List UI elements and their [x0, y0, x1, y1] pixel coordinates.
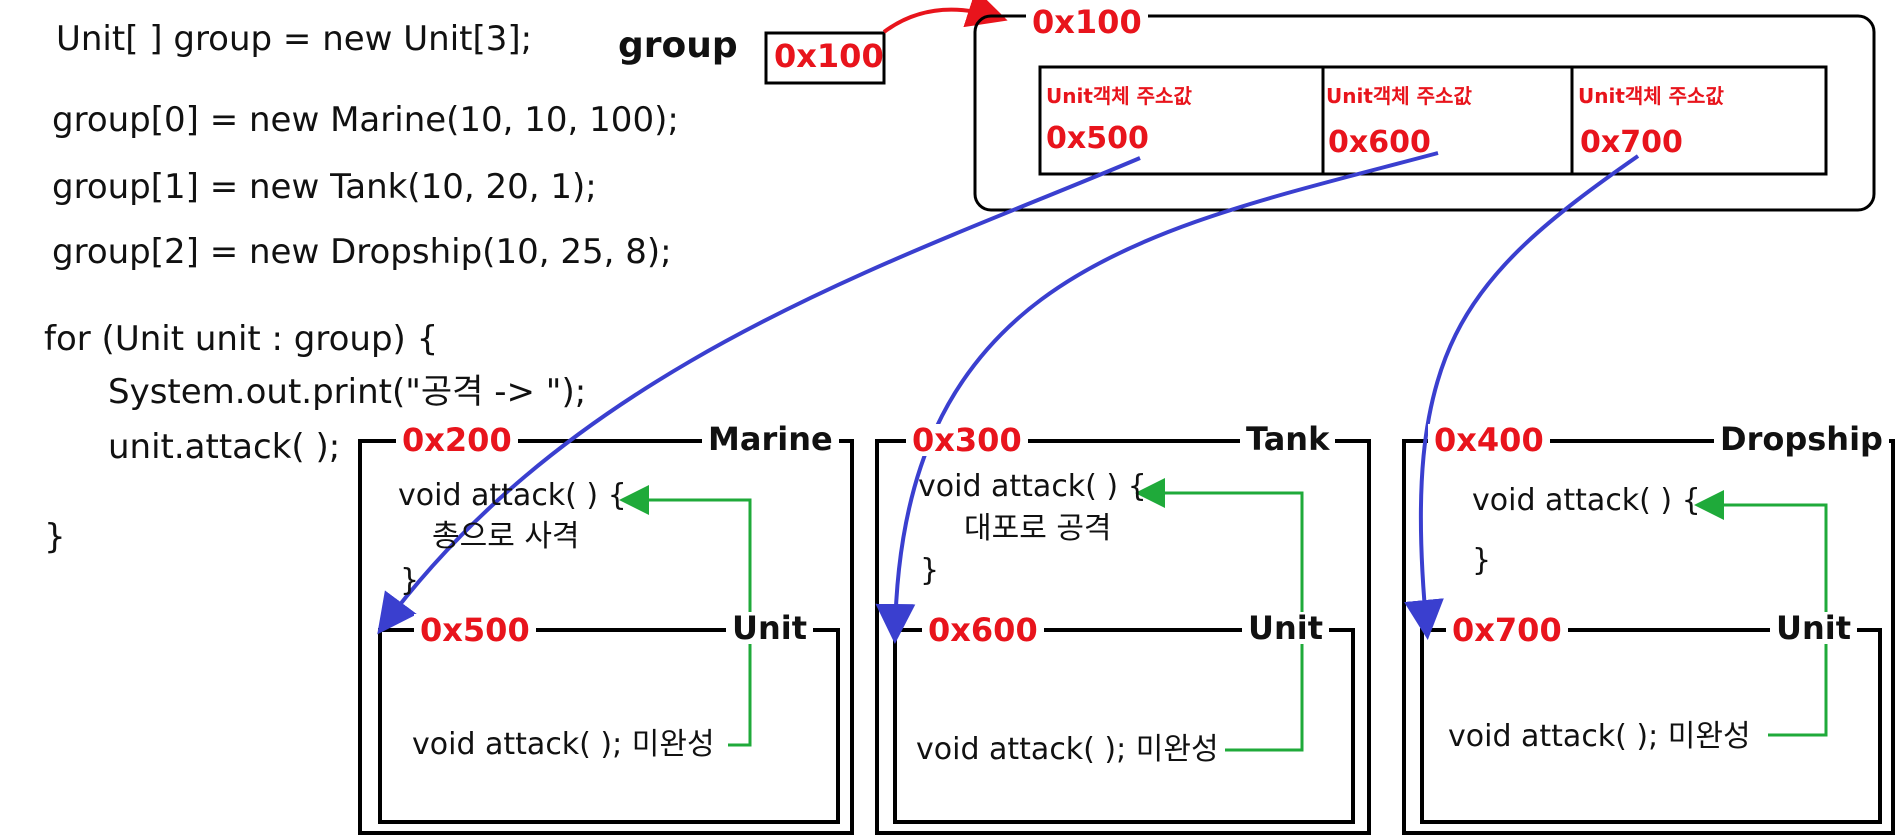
marine-object-outline	[358, 439, 854, 835]
marine-unit-outline	[378, 628, 840, 824]
ref-arrow-0x500	[377, 156, 1141, 635]
tank-method-open: void attack( ) {	[918, 469, 1147, 504]
marine-unit-name: Unit	[726, 612, 814, 644]
code-line-8: }	[44, 517, 66, 557]
array-cell-0-caption: Unit객체 주소값	[1046, 84, 1192, 108]
group-ref-arrow	[882, 0, 1008, 34]
code-line-6: System.out.print("공격 -> ");	[108, 372, 587, 412]
array-cells-outline	[1038, 65, 1828, 176]
dropship-unit-address: 0x700	[1446, 614, 1568, 646]
array-object-outline	[973, 14, 1876, 212]
code-line-3: group[1] = new Tank(10, 20, 1);	[52, 167, 597, 207]
marine-method-close: }	[400, 563, 420, 598]
code-line-1: Unit[ ] group = new Unit[3];	[56, 19, 533, 59]
array-cell-2-address: 0x700	[1580, 125, 1683, 160]
array-address: 0x100	[1026, 6, 1148, 38]
code-line-7: unit.attack( );	[108, 427, 341, 467]
array-cell-0-address: 0x500	[1046, 121, 1149, 156]
tank-class-name: Tank	[1240, 423, 1336, 455]
dropship-object-outline	[1402, 439, 1895, 835]
tank-method-close: }	[920, 553, 940, 588]
dropship-method-close: }	[1472, 543, 1492, 578]
code-line-2: group[0] = new Marine(10, 10, 100);	[52, 100, 679, 140]
array-cell-2-caption: Unit객체 주소값	[1578, 84, 1724, 108]
marine-address: 0x200	[396, 424, 518, 456]
array-cell-1-address: 0x600	[1328, 125, 1431, 160]
group-ref-value: 0x100	[774, 37, 884, 75]
tank-unit-method: void attack( ); 미완성	[916, 732, 1219, 767]
tank-method-body: 대포로 공격	[964, 511, 1112, 546]
code-line-4: group[2] = new Dropship(10, 25, 8);	[52, 232, 672, 272]
ref-arrow-0x600	[875, 151, 1439, 644]
code-line-5: for (Unit unit : group) {	[44, 319, 439, 359]
tank-unit-outline	[893, 628, 1355, 824]
tank-address: 0x300	[906, 424, 1028, 456]
group-variable-label: group	[618, 25, 738, 66]
dropship-class-name: Dropship	[1714, 423, 1889, 455]
dropship-method-open: void attack( ) {	[1472, 483, 1701, 518]
tank-unit-name: Unit	[1242, 612, 1330, 644]
array-cell-1-caption: Unit객체 주소값	[1326, 84, 1472, 108]
marine-class-name: Marine	[702, 423, 839, 455]
ref-arrow-0x700	[1404, 154, 1640, 640]
marine-unit-address: 0x500	[414, 614, 536, 646]
dropship-address: 0x400	[1428, 424, 1550, 456]
tank-unit-address: 0x600	[922, 614, 1044, 646]
marine-method-open: void attack( ) {	[398, 478, 627, 513]
dropship-unit-method: void attack( ); 미완성	[1448, 719, 1751, 754]
marine-unit-method: void attack( ); 미완성	[412, 727, 715, 762]
marine-method-body: 총으로 사격	[432, 519, 580, 554]
dropship-unit-outline	[1420, 628, 1882, 824]
group-ref-box	[764, 31, 886, 85]
dropship-unit-name: Unit	[1770, 612, 1858, 644]
